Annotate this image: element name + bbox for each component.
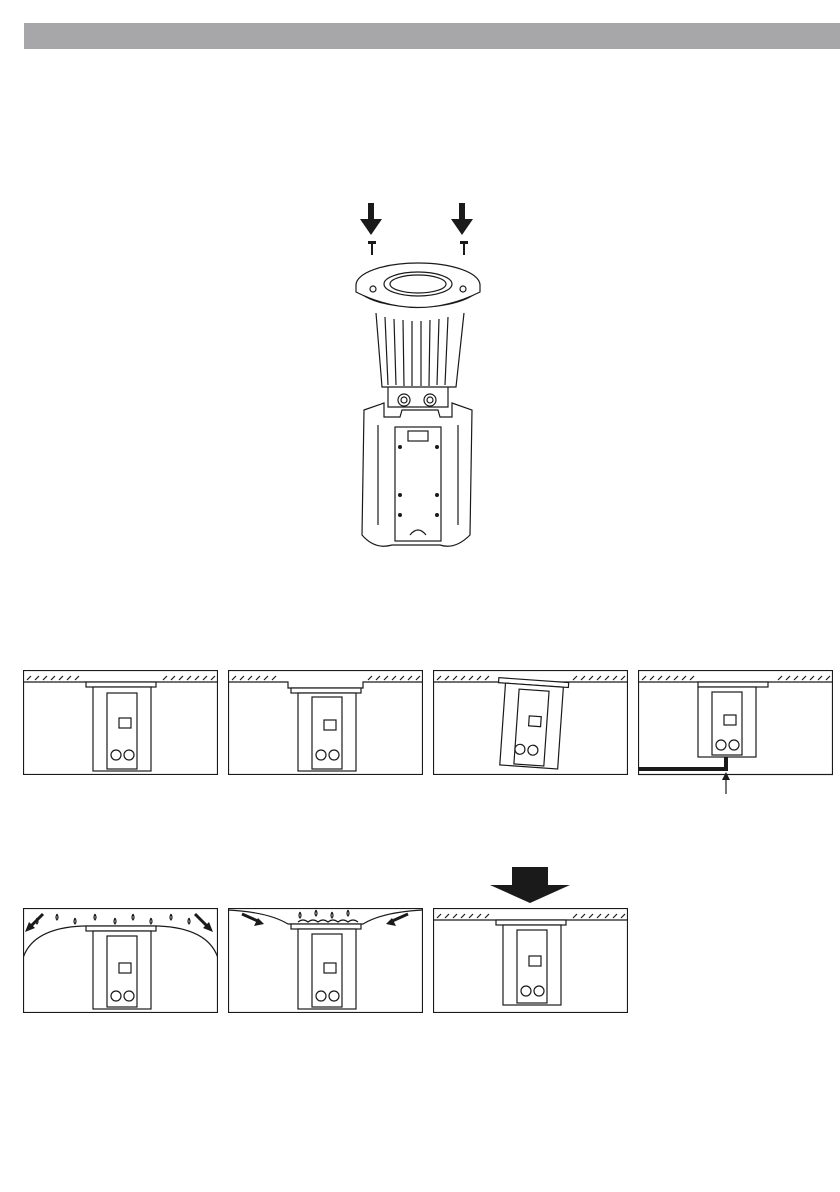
fixture-tilted-icon <box>493 678 569 770</box>
header-bar <box>24 23 840 49</box>
water-pooling-icon <box>228 910 423 1009</box>
arrow-down-icon <box>451 203 473 235</box>
fixture-flush-icon <box>496 920 566 1005</box>
install-panel-recessed <box>228 670 423 775</box>
screw-icon <box>368 241 376 255</box>
install-panel-correct <box>23 670 218 775</box>
big-arrow-down-icon <box>490 867 570 905</box>
water-panel-correct <box>433 908 628 1013</box>
install-panel-drain <box>638 670 833 795</box>
water-runoff-icon <box>23 914 218 1009</box>
arrow-down-icon <box>360 203 382 235</box>
fixture-exploded-icon <box>356 263 480 546</box>
water-panel-convex <box>23 908 218 1013</box>
screw-icon <box>460 241 468 255</box>
arrow-up-icon <box>722 772 730 794</box>
water-panel-concave <box>228 908 423 1013</box>
install-panel-tilted <box>433 670 628 775</box>
fixture-recessed-icon <box>291 688 361 771</box>
fixture-drain-icon <box>638 682 768 771</box>
fixture-flush-icon <box>86 682 156 771</box>
main-figure <box>340 195 510 565</box>
